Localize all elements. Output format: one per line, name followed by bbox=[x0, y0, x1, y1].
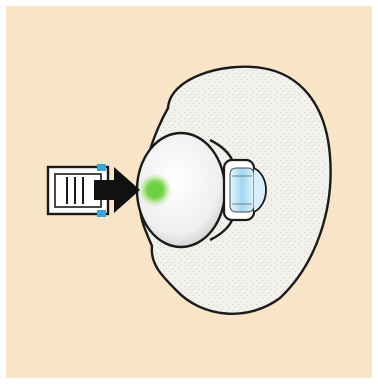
iris-spot bbox=[138, 173, 172, 207]
